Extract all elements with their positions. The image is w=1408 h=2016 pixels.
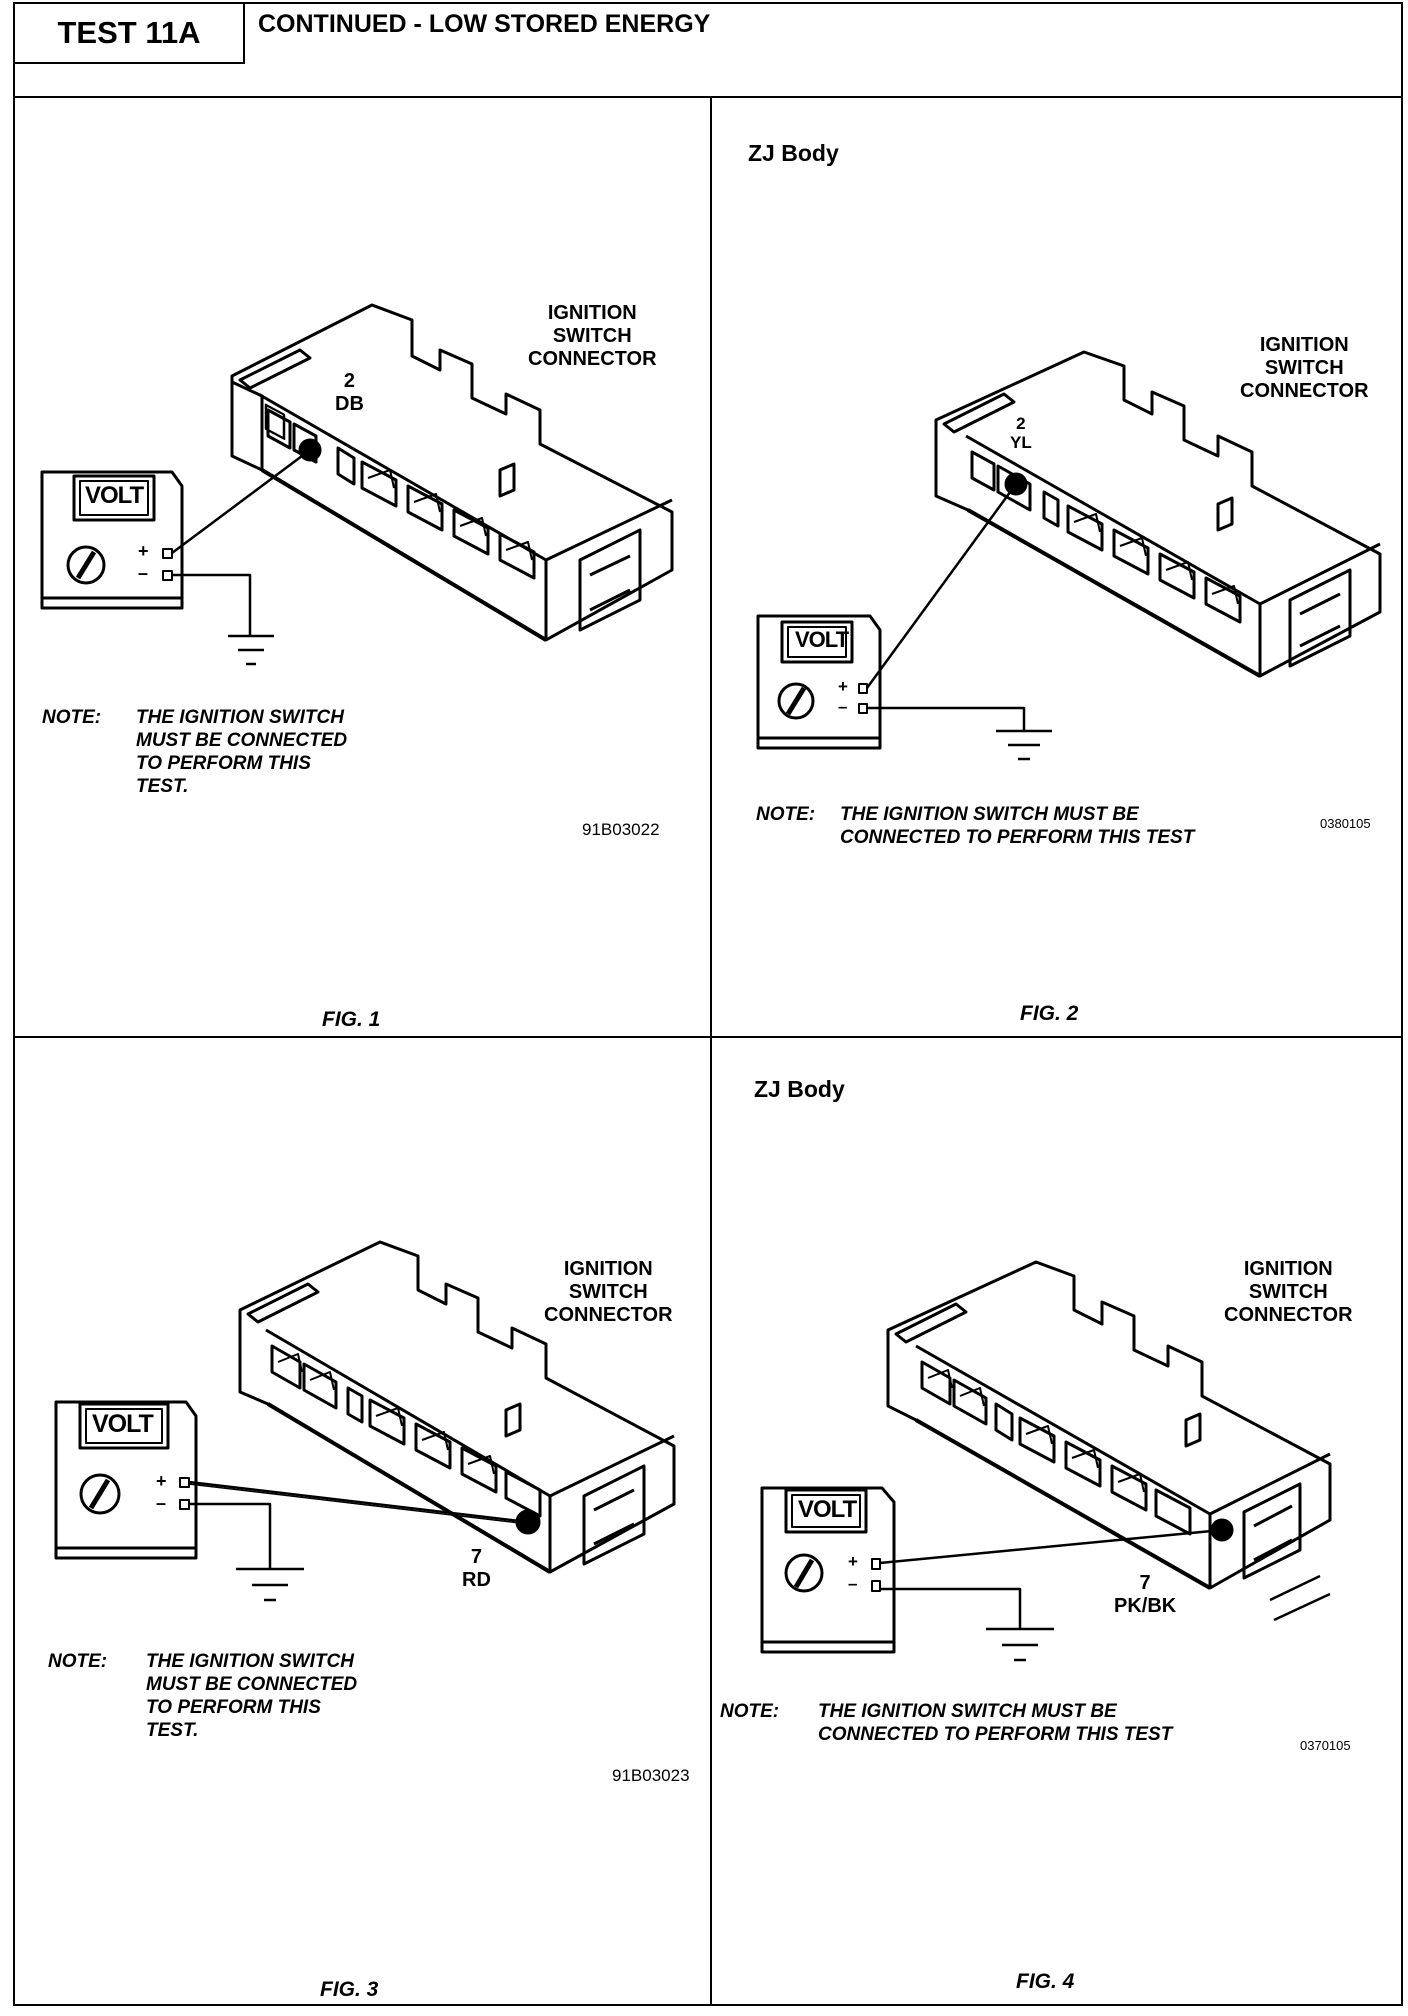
fig3-pin-contact xyxy=(515,1509,541,1535)
test-number: TEST 11A xyxy=(57,15,201,50)
fig2-code: 0380105 xyxy=(1320,816,1371,831)
fig3-meter-body xyxy=(54,1400,198,1560)
fig4-pin-label: 7 PK/BK xyxy=(1114,1572,1177,1617)
fig4-minus: – xyxy=(848,1574,858,1593)
fig1-caption: FIG. 1 xyxy=(322,1008,381,1031)
fig1-ground-wire xyxy=(172,573,252,635)
fig3-note-label: NOTE: xyxy=(48,1651,108,1672)
fig2-plus: + xyxy=(838,677,848,696)
fig2-connector-label: IGNITION SWITCH CONNECTOR xyxy=(1240,334,1369,402)
fig3-probe-wire xyxy=(188,1480,529,1524)
fig4-plus: + xyxy=(848,1552,858,1571)
fig1-pin-contact xyxy=(298,438,322,462)
fig4-pin-contact xyxy=(1210,1518,1234,1542)
fig3-code: 91B03023 xyxy=(612,1766,690,1785)
fig3-plus: + xyxy=(156,1471,167,1491)
fig4-ground-wire xyxy=(880,1587,1022,1628)
fig1-meter-label: VOLT xyxy=(85,482,144,509)
test-number-box: TEST 11A xyxy=(13,2,245,64)
fig2-caption: FIG. 2 xyxy=(1020,1002,1079,1025)
fig3-ground-wire xyxy=(189,1502,272,1568)
fig3-pin-label: 7 RD xyxy=(462,1546,491,1591)
fig2-pin-contact xyxy=(1004,472,1028,496)
fig4-note-text: THE IGNITION SWITCH MUST BE CONNECTED TO… xyxy=(818,1701,1173,1745)
fig3-meter-label: VOLT xyxy=(92,1410,154,1438)
fig2-note-label: NOTE: xyxy=(756,804,816,825)
fig1-note-label: NOTE: xyxy=(42,707,102,728)
fig2-note-text: THE IGNITION SWITCH MUST BE CONNECTED TO… xyxy=(840,804,1195,848)
fig1-code: 91B03022 xyxy=(582,820,660,839)
fig4-caption: FIG. 4 xyxy=(1016,1970,1075,1993)
fig1-plus: + xyxy=(138,541,149,561)
fig4-connector-label: IGNITION SWITCH CONNECTOR xyxy=(1224,1258,1353,1326)
fig2-meter-label: VOLT xyxy=(795,627,849,652)
fig4-code: 0370105 xyxy=(1300,1738,1351,1753)
header-divider xyxy=(13,96,1403,98)
fig4-meter-body xyxy=(760,1486,896,1654)
page-frame xyxy=(13,2,1403,2006)
page-title: CONTINUED - LOW STORED ENERGY xyxy=(258,10,711,38)
center-divider xyxy=(710,96,712,2006)
fig3-connector-label: IGNITION SWITCH CONNECTOR xyxy=(544,1258,673,1326)
fig1-note-text: THE IGNITION SWITCH MUST BE CONNECTED TO… xyxy=(136,707,348,797)
fig2-pin-label: 2 YL xyxy=(1010,414,1032,452)
fig3-note-text: THE IGNITION SWITCH MUST BE CONNECTED TO… xyxy=(146,1651,358,1741)
middle-divider xyxy=(13,1036,1403,1038)
fig2-meter-body xyxy=(756,614,882,750)
fig1-probe-wire xyxy=(171,448,311,555)
fig1-minus: – xyxy=(138,563,149,583)
fig1-pin-label: 2 DB xyxy=(335,370,364,415)
fig2-minus: – xyxy=(838,697,848,716)
fig2-ground-wire xyxy=(867,706,1026,730)
fig4-body-label: ZJ Body xyxy=(754,1076,845,1102)
fig3-caption: FIG. 3 xyxy=(320,1978,379,2001)
fig4-probe-wire xyxy=(879,1528,1223,1565)
fig2-probe-wire xyxy=(865,483,1018,689)
fig4-meter-label: VOLT xyxy=(798,1496,857,1523)
fig4-note-label: NOTE: xyxy=(720,1701,780,1722)
fig3-minus: – xyxy=(156,1493,167,1513)
fig2-body-label: ZJ Body xyxy=(748,140,839,166)
fig1-connector-label: IGNITION SWITCH CONNECTOR xyxy=(528,302,657,370)
